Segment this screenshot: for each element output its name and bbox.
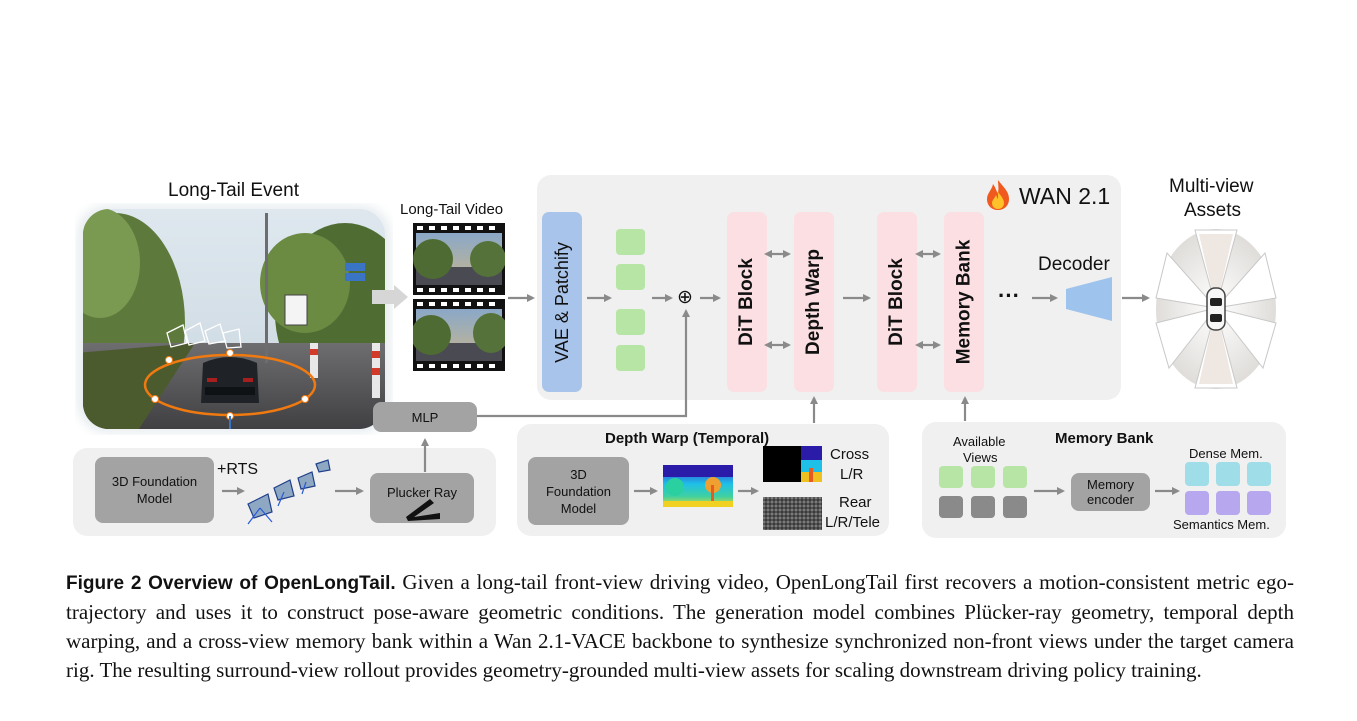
view-cell xyxy=(939,466,963,488)
view-cell xyxy=(1003,496,1027,518)
foundation-model-a-label: 3D Foundation Model xyxy=(111,474,198,506)
long-tail-event-image xyxy=(75,203,393,435)
token-4 xyxy=(616,345,645,371)
view-cell xyxy=(1003,466,1027,488)
plus-symbol: ⊕ xyxy=(677,287,693,308)
flow-arrows xyxy=(222,250,1180,495)
decoder-shape xyxy=(1066,277,1112,321)
long-tail-video-title: Long-Tail Video xyxy=(400,201,504,218)
available-views-label-2: Views xyxy=(963,450,998,465)
view-cell xyxy=(971,466,995,488)
memory-encoder-label-1: Memory xyxy=(1087,477,1134,492)
multiview-assets-image xyxy=(1155,228,1277,390)
caption-text: Given a long-tail front-view driving vid… xyxy=(66,570,1294,682)
semantics-mem-cell xyxy=(1216,491,1240,515)
fire-icon xyxy=(983,178,1013,212)
memory-encoder-box: Memory encoder xyxy=(1071,473,1150,511)
cross-label-2: L/R xyxy=(840,466,864,483)
dit-block-2: DiT Block xyxy=(877,212,917,392)
depth-warp-temporal-title: Depth Warp (Temporal) xyxy=(605,430,770,447)
rts-label: +RTS xyxy=(217,461,259,478)
foundation-model-b-box: 3D Foundation Model xyxy=(528,457,629,525)
plucker-ray-icon xyxy=(406,499,440,521)
memory-bank-title: Memory Bank xyxy=(1055,430,1154,447)
long-tail-video-filmstrip xyxy=(411,223,509,371)
event-to-video-arrow xyxy=(372,285,408,309)
ellipsis: ··· xyxy=(998,283,1020,308)
multiview-assets-title-2: Assets xyxy=(1184,200,1242,221)
cross-depth-image xyxy=(763,446,822,482)
depth-warp-block: Depth Warp xyxy=(794,212,834,392)
plucker-ray-box: Plucker Ray xyxy=(370,473,474,523)
rear-label-2: L/R/Tele xyxy=(825,514,881,531)
vae-patchify-block: VAE & Patchify xyxy=(542,212,582,392)
view-cell xyxy=(971,496,995,518)
semantics-mem-label: Semantics Mem. xyxy=(1173,517,1270,532)
available-views-label-1: Available xyxy=(953,434,1006,449)
cross-label-1: Cross xyxy=(830,446,870,463)
multiview-assets-title-1: Multi-view xyxy=(1169,176,1254,197)
rear-label-1: Rear xyxy=(839,494,872,511)
rear-noise-image xyxy=(763,497,822,530)
view-cell xyxy=(939,496,963,518)
long-tail-event-title: Long-Tail Event xyxy=(168,180,299,201)
figure-label: Figure 2 Overview of OpenLongTail. xyxy=(66,573,396,594)
semantics-mem-cell xyxy=(1247,491,1271,515)
token-2 xyxy=(616,264,645,290)
memory-encoder-label-2: encoder xyxy=(1087,492,1134,507)
dense-mem-label: Dense Mem. xyxy=(1189,446,1263,461)
wan-label: WAN 2.1 xyxy=(1019,183,1111,209)
dit-block-1: DiT Block xyxy=(727,212,767,392)
camera-trajectory-icon xyxy=(242,458,334,530)
dense-mem-cell xyxy=(1185,462,1209,486)
depth-map-image xyxy=(663,465,733,507)
semantics-mem-cell xyxy=(1185,491,1209,515)
token-3 xyxy=(616,309,645,335)
decoder-label: Decoder xyxy=(1038,254,1110,275)
mlp-label: MLP xyxy=(411,409,439,425)
token-1 xyxy=(616,229,645,255)
foundation-model-b-label: 3D Foundation Model xyxy=(545,466,612,516)
figure-caption: Figure 2 Overview of OpenLongTail. Given… xyxy=(66,568,1294,685)
plucker-ray-label: Plucker Ray xyxy=(386,485,458,500)
mlp-box: MLP xyxy=(373,402,477,432)
memory-bank-block: Memory Bank xyxy=(944,212,984,392)
dense-mem-cell xyxy=(1247,462,1271,486)
dense-mem-cell xyxy=(1216,462,1240,486)
foundation-model-a-box: 3D Foundation Model xyxy=(95,457,214,523)
